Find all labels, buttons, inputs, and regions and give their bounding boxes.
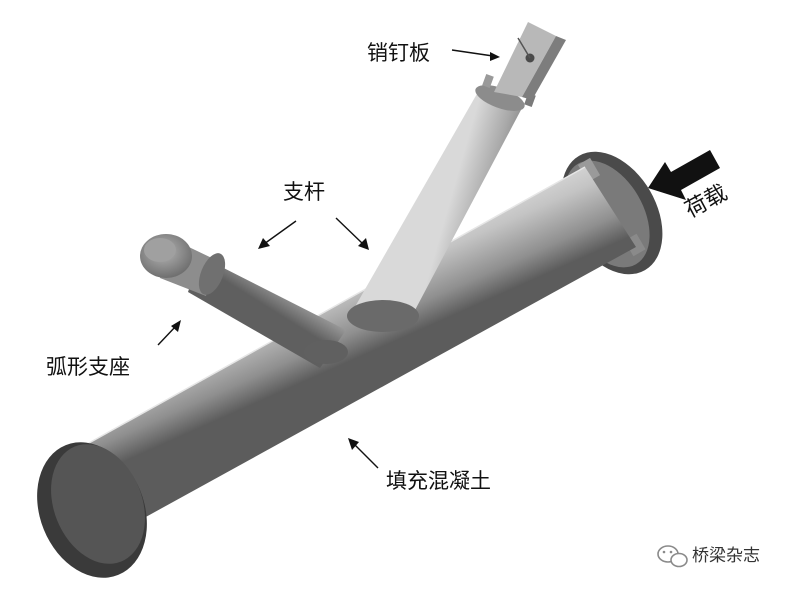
label-infill-concrete: 填充混凝土 [386,469,491,493]
label-pin-plate: 销钉板 [367,41,430,65]
watermark-text: 桥梁杂志 [692,546,760,566]
label-arc-support: 弧形支座 [46,355,130,379]
left-end-plate [37,442,147,578]
main-chord-tube [79,166,636,540]
leader-arrows [157,49,500,469]
load-arrow [648,150,720,200]
pin-plate [494,22,566,100]
label-brace: 支杆 [283,180,325,204]
watermark: 桥梁杂志 [657,545,760,568]
wechat-icon [657,545,688,568]
label-load: 荷载 [681,181,732,224]
side-brace [188,256,348,368]
arc-support [140,234,226,296]
